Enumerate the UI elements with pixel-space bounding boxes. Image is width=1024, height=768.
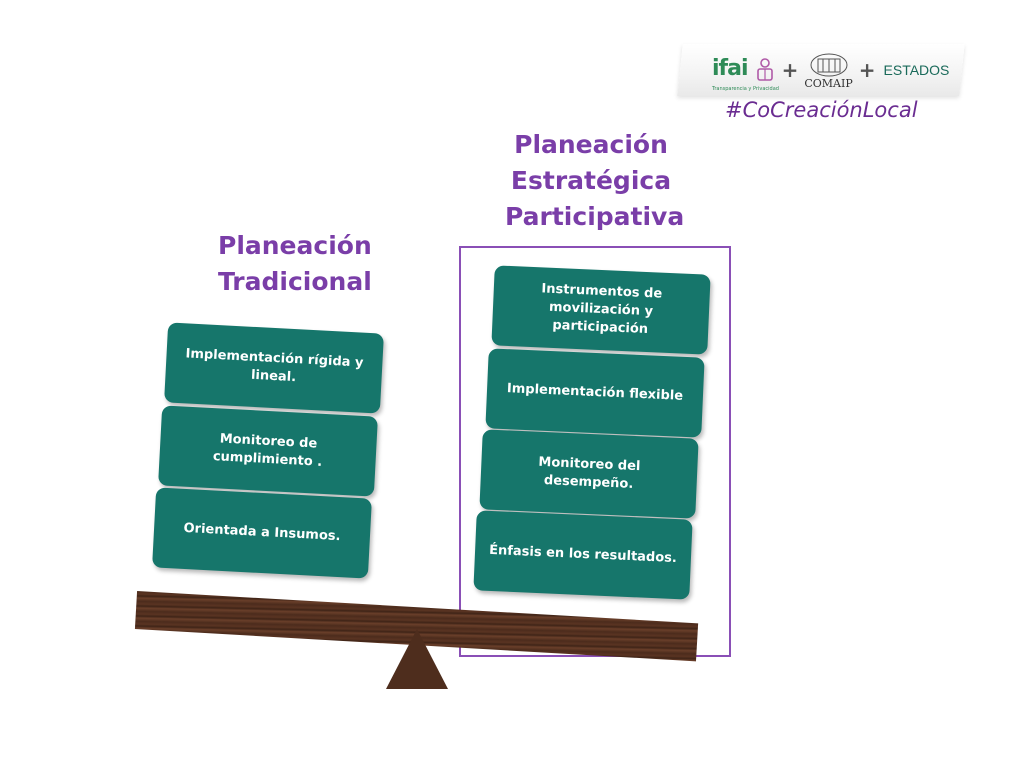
reading-person-icon bbox=[756, 57, 773, 81]
comaip-logo-text: COMAIP bbox=[804, 76, 853, 90]
ifai-logo: ifai Transparencia y Privacidad bbox=[712, 56, 779, 92]
left-title-line-1: Planeación bbox=[218, 231, 372, 260]
left-title: Planeación Tradicional bbox=[218, 228, 372, 300]
strategic-frame bbox=[459, 246, 731, 657]
left-box-implementation: Implementación rígida y lineal. bbox=[164, 322, 384, 414]
right-box-performance: Monitoreo del desempeño. bbox=[479, 429, 699, 519]
seesaw-fulcrum bbox=[386, 629, 448, 689]
hashtag-label: #CoCreaciónLocal bbox=[725, 98, 918, 122]
plus-sign-1: + bbox=[781, 58, 799, 82]
left-box-monitoring: Monitoreo de cumplimiento . bbox=[158, 405, 378, 497]
left-box-inputs: Orientada a Insumos. bbox=[152, 487, 372, 579]
comaip-emblem-icon bbox=[810, 53, 848, 76]
comaip-logo: COMAIP bbox=[804, 52, 853, 90]
right-title-line-2: Estratégica bbox=[510, 166, 672, 195]
right-title-line-3: Participativa bbox=[505, 202, 685, 231]
plus-sign-2: + bbox=[858, 58, 876, 82]
ifai-logo-text: ifai bbox=[712, 56, 748, 82]
ifai-logo-subtitle: Transparencia y Privacidad bbox=[712, 86, 779, 93]
left-title-line-2: Tradicional bbox=[218, 267, 372, 296]
estados-label: ESTADOS bbox=[883, 62, 950, 78]
right-title-line-1: Planeación bbox=[514, 130, 668, 159]
right-title: Planeación Estratégica Participativa bbox=[505, 127, 685, 235]
logo-strip: ifai Transparencia y Privacidad + COMAIP… bbox=[712, 50, 950, 92]
right-box-mobilization: Instrumentos de movilización y participa… bbox=[491, 265, 711, 355]
right-box-results: Énfasis en los resultados. bbox=[473, 510, 693, 600]
right-box-flexible: Implementación flexible bbox=[485, 348, 705, 438]
